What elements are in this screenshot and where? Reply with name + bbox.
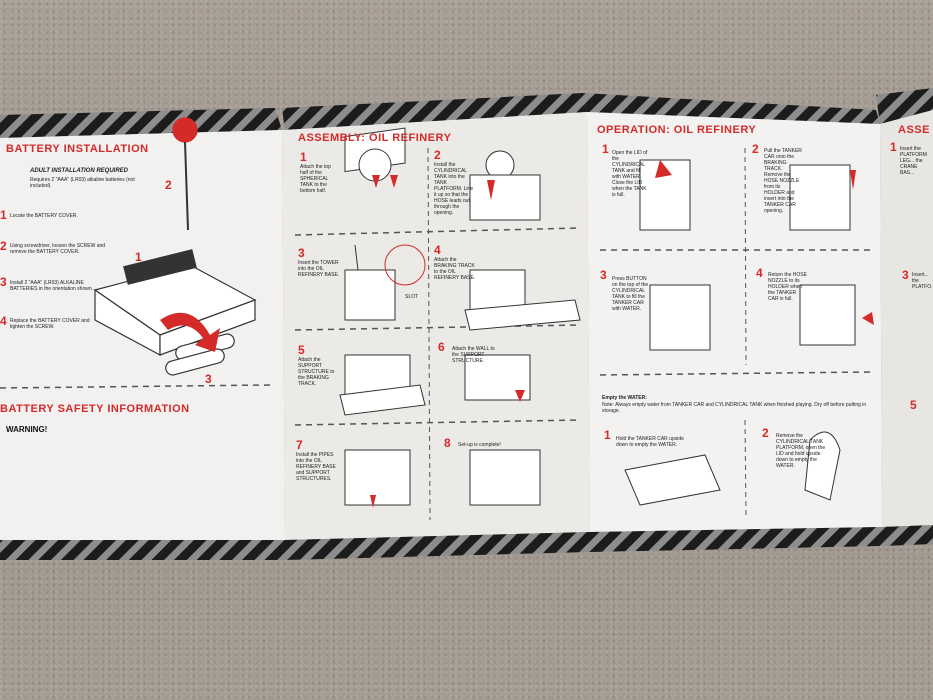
battery-installation-title: BATTERY INSTALLATION (6, 143, 149, 155)
red-arrow-icon (160, 312, 220, 352)
assembly-step-3-number: 3 (298, 246, 305, 260)
battery-step-2-text: Using screwdriver, loosen the SCREW and … (10, 243, 106, 255)
partial-step-3-number: 3 (902, 268, 909, 282)
battery-compartment-illustration (93, 117, 257, 376)
battery-step-1-number: 1 (0, 208, 7, 222)
assembly-step-7-number: 7 (296, 438, 303, 452)
operation-step-3-text: Press BUTTON on the top of the CYLINDRIC… (612, 276, 649, 312)
hazard-stripe-top-1 (0, 108, 282, 138)
hazard-stripe-top-2 (282, 93, 587, 131)
assembly-step-7-text: Install the PIPES into the OIL REFINERY … (296, 452, 336, 482)
assembly-step-2-text: Install the CYLINDRICAL TANK into the TA… (434, 162, 474, 216)
hazard-stripe-bottom-4 (882, 525, 933, 546)
operation-step-2-text: Pull the TANKER CAR onto the BRAKING TRA… (764, 148, 802, 214)
assembly-step-8-number: 8 (444, 436, 451, 450)
diagram-number-1: 1 (135, 250, 142, 264)
assembly-title: ASSEMBLY: OIL REFINERY (298, 132, 452, 144)
partial-step-1-text: Insert the PLATFORM LEG... the CRANE BAS… (900, 146, 927, 176)
assembly-step-5-number: 5 (298, 343, 305, 357)
assembly-illustrations (339, 127, 856, 506)
assembly-step-5-text: Attach the SUPPORT STRUCTURE to the BRAK… (298, 357, 335, 387)
hazard-stripe-bottom-1 (0, 540, 285, 560)
panel-partial (880, 110, 933, 527)
empty-water-title: Empty the WATER: (602, 395, 647, 401)
battery-step-3-text: Install 2 "AAA" (LR03) ALKALINE BATTERIE… (10, 280, 94, 292)
empty-step-2-number: 2 (762, 426, 769, 440)
operation-step-1-number: 1 (602, 142, 609, 156)
adult-installation-subtitle: ADULT INSTALLATION REQUIRED (30, 168, 128, 174)
diagram-number-3: 3 (205, 372, 212, 386)
assembly-step-4-text: Attach the BRAKING TRACK to the OIL REFI… (434, 257, 476, 281)
battery-step-4-text: Replace the BATTERY COVER and tighten th… (10, 318, 90, 330)
battery-step-2-number: 2 (0, 239, 7, 253)
operation-step-4-text: Return the HOSE NOZZLE to its HOLDER whe… (768, 272, 807, 302)
assembly-step-4-number: 4 (434, 243, 441, 257)
battery-step-4-number: 4 (0, 314, 7, 328)
empty-water-note: Note: Always empty water from TANKER CAR… (602, 402, 867, 414)
assembly-step-6-text: Attach the WALL to the SUPPORT STRUCTURE… (452, 346, 495, 364)
partial-panel-title: ASSE (898, 124, 930, 136)
partial-step-1-number: 1 (890, 140, 897, 154)
operation-step-1-text: Open the LID of the CYLINDRICAL TANK and… (612, 150, 648, 198)
battery-requires-text: Requires 2 "AAA" (LR03) alkaline batteri… (30, 177, 135, 189)
empty-step-2-text: Remove the CYLINDRICAL TANK PLATFORM, op… (776, 433, 826, 469)
operation-step-2-number: 2 (752, 142, 759, 156)
empty-step-1-text: Hold the TANKER CAR upside down to empty… (616, 436, 684, 448)
assembly-step-1-number: 1 (300, 150, 307, 164)
assembly-step-6-number: 6 (438, 340, 445, 354)
hazard-stripe-bottom-3 (590, 527, 882, 552)
assembly-step-3-text: Insert the TOWER into the OIL REFINERY B… (298, 260, 340, 278)
assembly-step-2-number: 2 (434, 148, 441, 162)
operation-step-3-number: 3 (600, 268, 607, 282)
battery-step-3-number: 3 (0, 275, 7, 289)
empty-step-1-number: 1 (604, 428, 611, 442)
assembly-red-arrows (370, 160, 874, 508)
operation-step-4-number: 4 (756, 266, 763, 280)
hazard-stripe-top-3 (583, 93, 880, 124)
slot-label: SLOT (405, 294, 419, 300)
diagram-number-2: 2 (165, 178, 172, 192)
assembly-step-8-text: Set-up is complete! (458, 442, 501, 448)
partial-step-5-number: 5 (910, 398, 917, 412)
hazard-stripe-bottom-2 (285, 532, 590, 560)
battery-safety-title: BATTERY SAFETY INFORMATION (0, 403, 190, 415)
warning-heading: WARNING! (6, 425, 48, 434)
battery-step-1-text: Locate the BATTERY COVER. (10, 213, 78, 219)
partial-step-3-text: Insert... the PLATFO... (912, 272, 933, 290)
operation-title: OPERATION: OIL REFINERY (597, 124, 757, 136)
hazard-stripe-top-4 (876, 88, 933, 124)
assembly-step-1-text: Attach the top half of the SPHERICAL TAN… (300, 164, 331, 194)
